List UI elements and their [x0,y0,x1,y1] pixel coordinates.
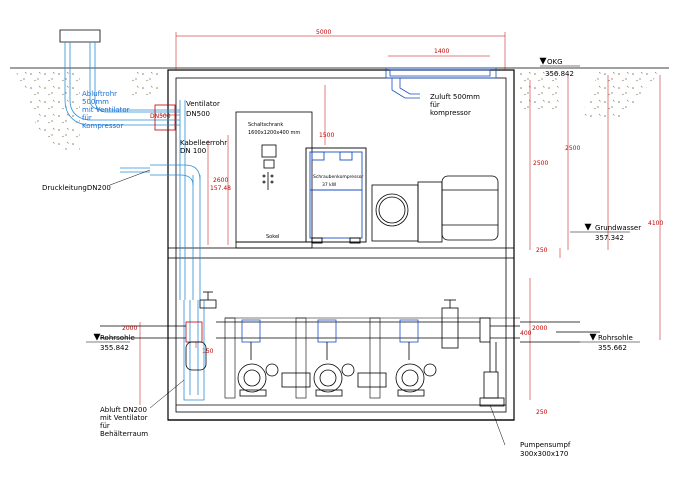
label-abluft-kompressor-0: Abluftrohr [82,90,117,98]
building-structure [167,69,520,421]
dim-h-400: 400 [520,330,532,337]
label-schraubenkompressor-1: 37 kW [322,182,337,188]
label-zuluft-0: Zuluft 500mm [430,93,480,101]
label-abluft-behaelter-3: Behälterraum [100,430,148,438]
label-schaltschrank-0: Schaltschrank [248,122,283,128]
pump-1 [237,319,279,397]
schaltschrank [235,111,313,249]
dim-width-total: 5000 [316,29,331,36]
level-markers [86,57,640,343]
label-zuluft-2: kompressor [430,109,471,117]
label-pumpensumpf-0: Pumpensumpf [520,441,571,449]
label-ventilator-1: DN500 [186,110,210,118]
label-rohrsohle-right-title: Rohrsohle [598,334,633,342]
dim-h-2500-b: 2500 [565,145,580,152]
label-abluft-kompressor-3: für [82,114,92,122]
label-druckleitung: DruckleitungDN200 [42,184,111,192]
label-schraubenkompressor-0: Schraubenkompressor [313,174,364,180]
dim-h-150: 150 [202,348,214,355]
abluft-pipe-kompressor [59,29,180,131]
label-rohrsohle-left-value: 355.842 [100,344,129,352]
label-abluft-behaelter-2: für [100,422,110,430]
pump-2 [313,319,355,397]
dim-dn500-small: DN500 [150,113,171,120]
dim-zuluft-width: 1400 [434,48,449,55]
label-sockel: Sokel [266,234,279,240]
label-okg-value: 356.842 [545,70,574,78]
label-ventilator-0: Ventilator [186,100,220,108]
label-pumpensumpf-1: 300x300x170 [520,450,568,458]
dim-h-4100: 4100 [648,220,663,227]
dim-h-1574: 157.48 [210,185,231,192]
dimension-lines [139,32,661,405]
dim-h-1500: 1500 [319,132,334,139]
label-grundwasser-title: Grundwasser [595,224,641,232]
schraubenkompressor [305,147,367,244]
pumpensumpf [479,342,505,407]
label-kabelleerrohr-0: Kabelleerrohr [180,139,227,147]
connecting-pipes [281,372,387,388]
dim-h-2500-a: 2500 [533,160,548,167]
dim-h-2600: 2600 [213,177,228,184]
dim-h-250-bottom: 250 [536,409,548,416]
leader-lines [109,169,506,446]
labels: Abluftrohr 500mm mit Ventilator für Komp… [42,58,641,458]
dim-h-2000-left: 2000 [122,325,137,332]
label-rohrsohle-left-title: Rohrsohle [100,334,135,342]
label-rohrsohle-right-value: 355.662 [598,344,627,352]
dim-h-250-top: 250 [536,247,548,254]
label-kabelleerrohr-1: DN 100 [180,147,206,155]
label-grundwasser-value: 357.342 [595,234,624,242]
label-okg-title: OKG [547,58,563,66]
label-abluft-kompressor-2: mit Ventilator [82,106,130,114]
label-zuluft-1: für [430,101,440,109]
motor-unit [371,175,499,243]
label-abluft-behaelter-0: Abluft DN200 [100,406,147,414]
label-abluft-kompressor-4: Kompressor [82,122,123,130]
label-abluft-kompressor-1: 500mm [82,98,109,106]
label-schaltschrank-1: 1600x1200x400 mm [248,130,300,136]
zuluft-intake [385,67,497,99]
dim-h-2000-right: 2000 [532,325,547,332]
dimension-texts: 5000 1400 2500 2500 4100 2600 157.48 250… [122,29,663,416]
label-abluft-behaelter-1: mit Ventilator [100,414,148,422]
pump-3 [395,319,437,397]
